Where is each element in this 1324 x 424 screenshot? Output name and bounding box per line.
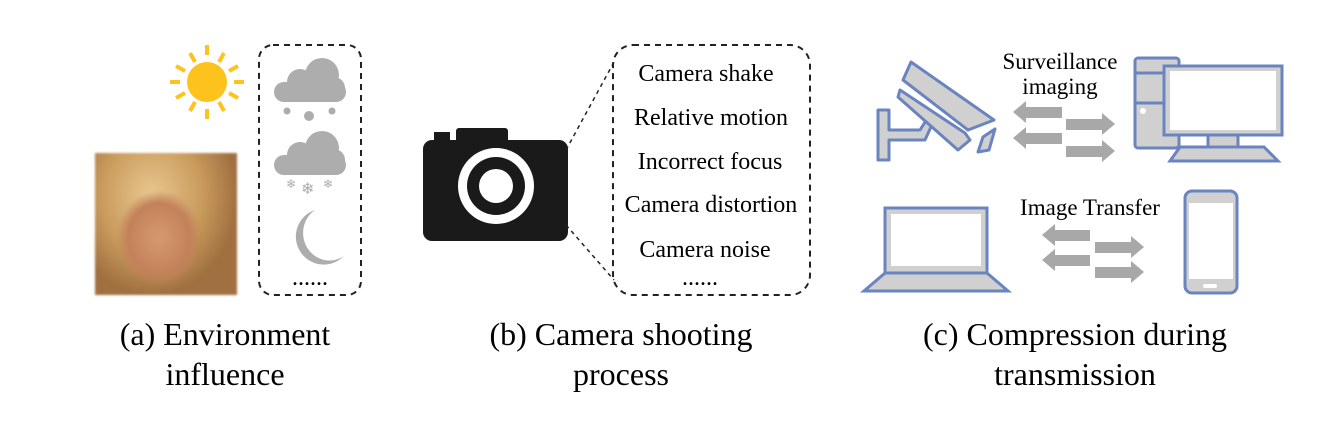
- weather-box: [258, 44, 362, 296]
- degradation-item: Camera noise: [639, 237, 771, 263]
- caption-b-line1: (b) Camera shooting: [489, 316, 753, 352]
- svg-text:❄: ❄: [286, 177, 296, 191]
- caption-b-line2: process: [573, 356, 669, 392]
- surveillance-camera-icon: [876, 60, 997, 162]
- snow-cloud-icon: ❄ ❄ ❄: [274, 131, 346, 198]
- degradation-box: [612, 44, 811, 296]
- smartphone-icon: [1183, 189, 1239, 295]
- degradation-item: Relative motion: [634, 105, 788, 131]
- surveillance-label-line1: Surveillance: [1002, 49, 1118, 74]
- moon-icon: [295, 210, 344, 265]
- image-transfer-label: Image Transfer: [1020, 195, 1160, 220]
- laptop-icon: [859, 206, 1013, 293]
- rain-cloud-icon: [274, 58, 346, 121]
- transfer-arrows-top: [1013, 101, 1115, 162]
- svg-text:❄: ❄: [323, 177, 333, 191]
- degradation-ellipsis: ......: [682, 265, 718, 291]
- camera-icon: [423, 128, 568, 241]
- caption-a-line1: (a) Environment: [119, 316, 331, 352]
- svg-text:❄: ❄: [301, 181, 314, 198]
- caption-c-line1: (c) Compression during: [923, 316, 1227, 352]
- sun-icon: [170, 45, 244, 119]
- weather-ellipsis: ......: [292, 265, 328, 291]
- caption-a-line2: influence: [165, 356, 285, 392]
- caption-c-line2: transmission: [994, 356, 1156, 392]
- degradation-item: Incorrect focus: [637, 149, 783, 175]
- degradation-item: Camera shake: [638, 61, 774, 87]
- desktop-computer-icon: [1133, 56, 1284, 163]
- transfer-arrows-bottom: [1042, 224, 1144, 283]
- surveillance-label-line2: imaging: [1022, 74, 1098, 99]
- blurred-face-photo: [95, 153, 237, 295]
- degradation-item: Camera distortion: [624, 192, 798, 218]
